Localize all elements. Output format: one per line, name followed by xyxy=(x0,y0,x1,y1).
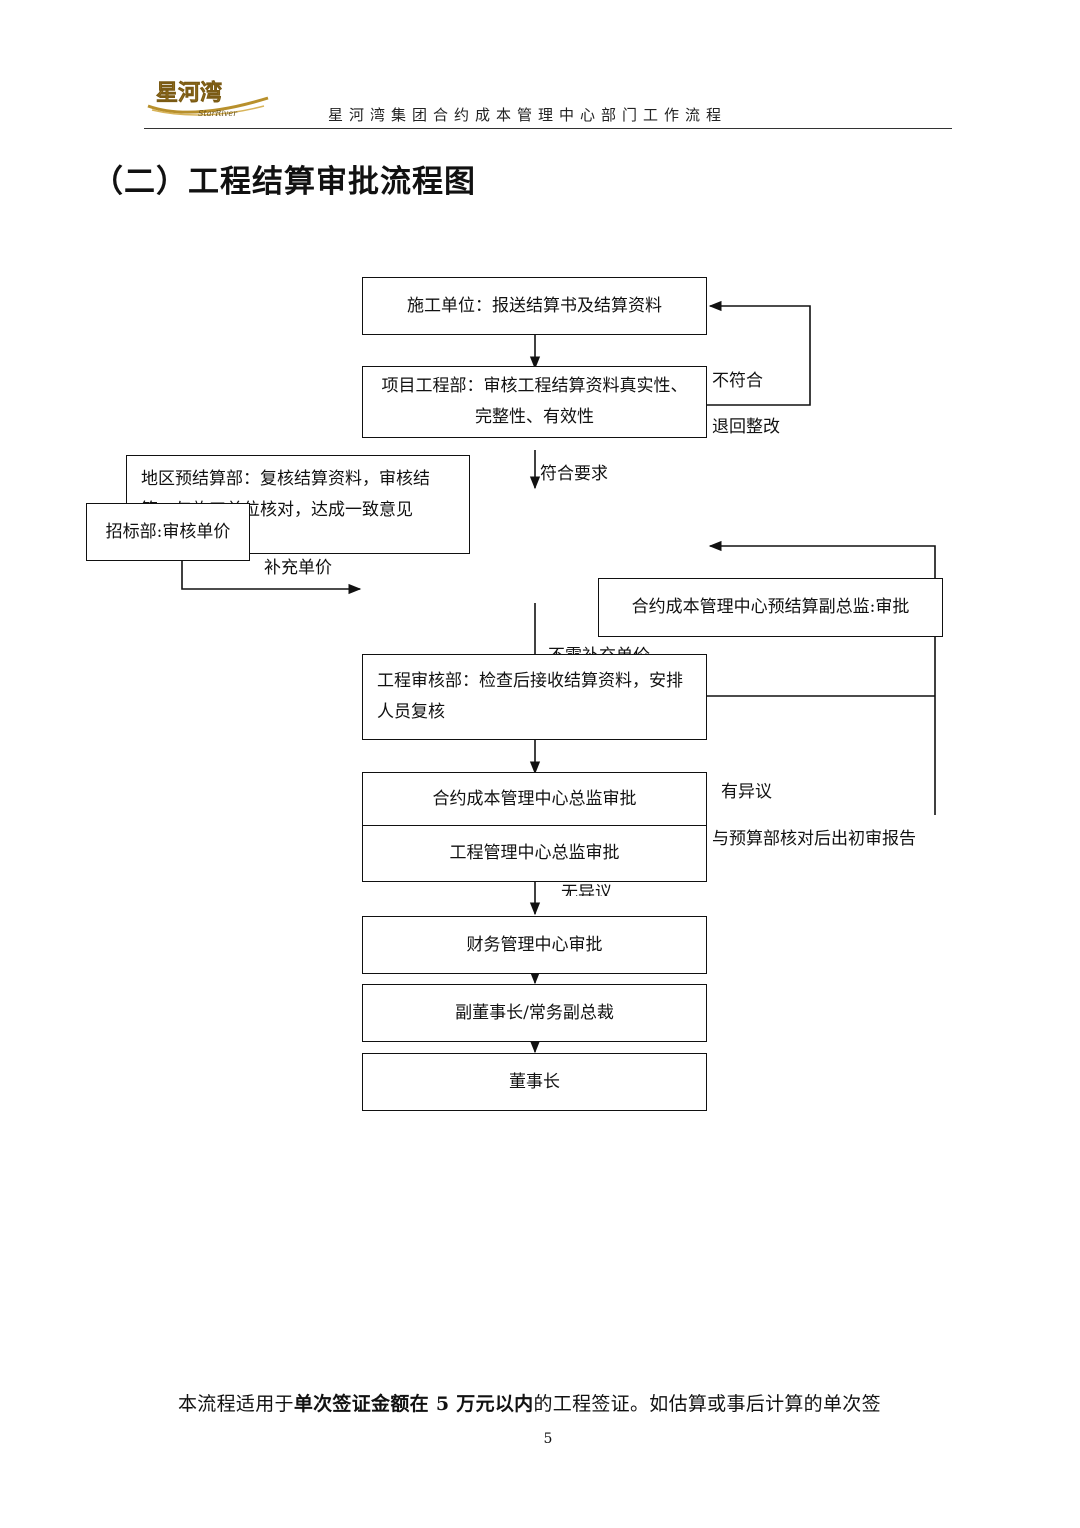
box-engineering-audit-text: 工程审核部：检查后接收结算资料，安排人员复核 xyxy=(377,671,683,722)
box-finance-center-text: 财务管理中心审批 xyxy=(466,934,603,955)
footer-note: 本流程适用于单次签证金额在 5 万元以内的工程签证。如估算或事后计算的单次签 xyxy=(178,1389,881,1416)
arrow-supplement-price xyxy=(181,561,362,595)
label-not-compliant: 不符合 xyxy=(712,371,763,391)
logo-text: 星河湾 xyxy=(156,80,222,106)
box-contractor-text: 施工单位：报送结算书及结算资料 xyxy=(407,295,662,316)
label-supplement-price: 补充单价 xyxy=(264,558,332,578)
arrow-return-rectify xyxy=(706,300,811,406)
logo-subtext: StarRiver xyxy=(198,109,238,118)
box-contractor: 施工单位：报送结算书及结算资料 xyxy=(362,277,707,335)
label-return-rectify: 退回整改 xyxy=(712,417,780,437)
box-vice-director-text: 合约成本管理中心预结算副总监:审批 xyxy=(631,597,910,617)
label-check-with-budget: 与预算部核对后出初审报告 xyxy=(712,829,916,849)
box-chairman: 董事长 xyxy=(362,1053,707,1111)
document-header-title: 星河湾集团合约成本管理中心部门工作流程 xyxy=(328,106,728,124)
box-bidding-dept: 招标部:审核单价 xyxy=(86,503,250,561)
footer-note-suffix: 的工程签证。如估算或事后计算的单次签 xyxy=(533,1393,881,1415)
box-contract-cost-director: 合约成本管理中心总监审批 xyxy=(362,772,707,826)
box-bidding-dept-text: 招标部:审核单价 xyxy=(105,521,231,542)
box-engineering-mgmt-director: 工程管理中心总监审批 xyxy=(362,825,707,882)
box-chairman-text: 董事长 xyxy=(509,1071,560,1092)
box-vice-chairman-text: 副董事长/常务副总裁 xyxy=(455,1002,614,1023)
footer-note-bold: 单次签证金额在 5 万元以内 xyxy=(293,1393,534,1415)
label-meets-requirements: 符合要求 xyxy=(540,464,608,484)
footer-note-prefix: 本流程适用于 xyxy=(178,1393,294,1415)
page-title: （二）工程结算审批流程图 xyxy=(92,164,476,200)
box-project-dept-text: 项目工程部：审核工程结算资料真实性、完整性、有效性 xyxy=(381,376,688,427)
box-contract-cost-director-text: 合约成本管理中心总监审批 xyxy=(432,788,637,809)
page-number: 5 xyxy=(543,1431,553,1447)
box-engineering-audit: 工程审核部：检查后接收结算资料，安排人员复核 xyxy=(362,654,707,740)
box-project-dept: 项目工程部：审核工程结算资料真实性、完整性、有效性 xyxy=(362,366,707,438)
label-objection: 有异议 xyxy=(721,782,772,802)
box-vice-chairman: 副董事长/常务副总裁 xyxy=(362,984,707,1042)
box-finance-center: 财务管理中心审批 xyxy=(362,916,707,974)
label-no-objection: 无异议 xyxy=(561,883,612,896)
header-divider xyxy=(144,128,952,129)
box-vice-director: 合约成本管理中心预结算副总监:审批 xyxy=(598,578,943,637)
company-logo: 星河湾 StarRiver xyxy=(147,80,269,118)
label-no-supplement: 不需补充单价 xyxy=(548,645,650,655)
box-engineering-mgmt-director-text: 工程管理中心总监审批 xyxy=(449,843,620,863)
arrow-objection-return xyxy=(708,540,936,815)
